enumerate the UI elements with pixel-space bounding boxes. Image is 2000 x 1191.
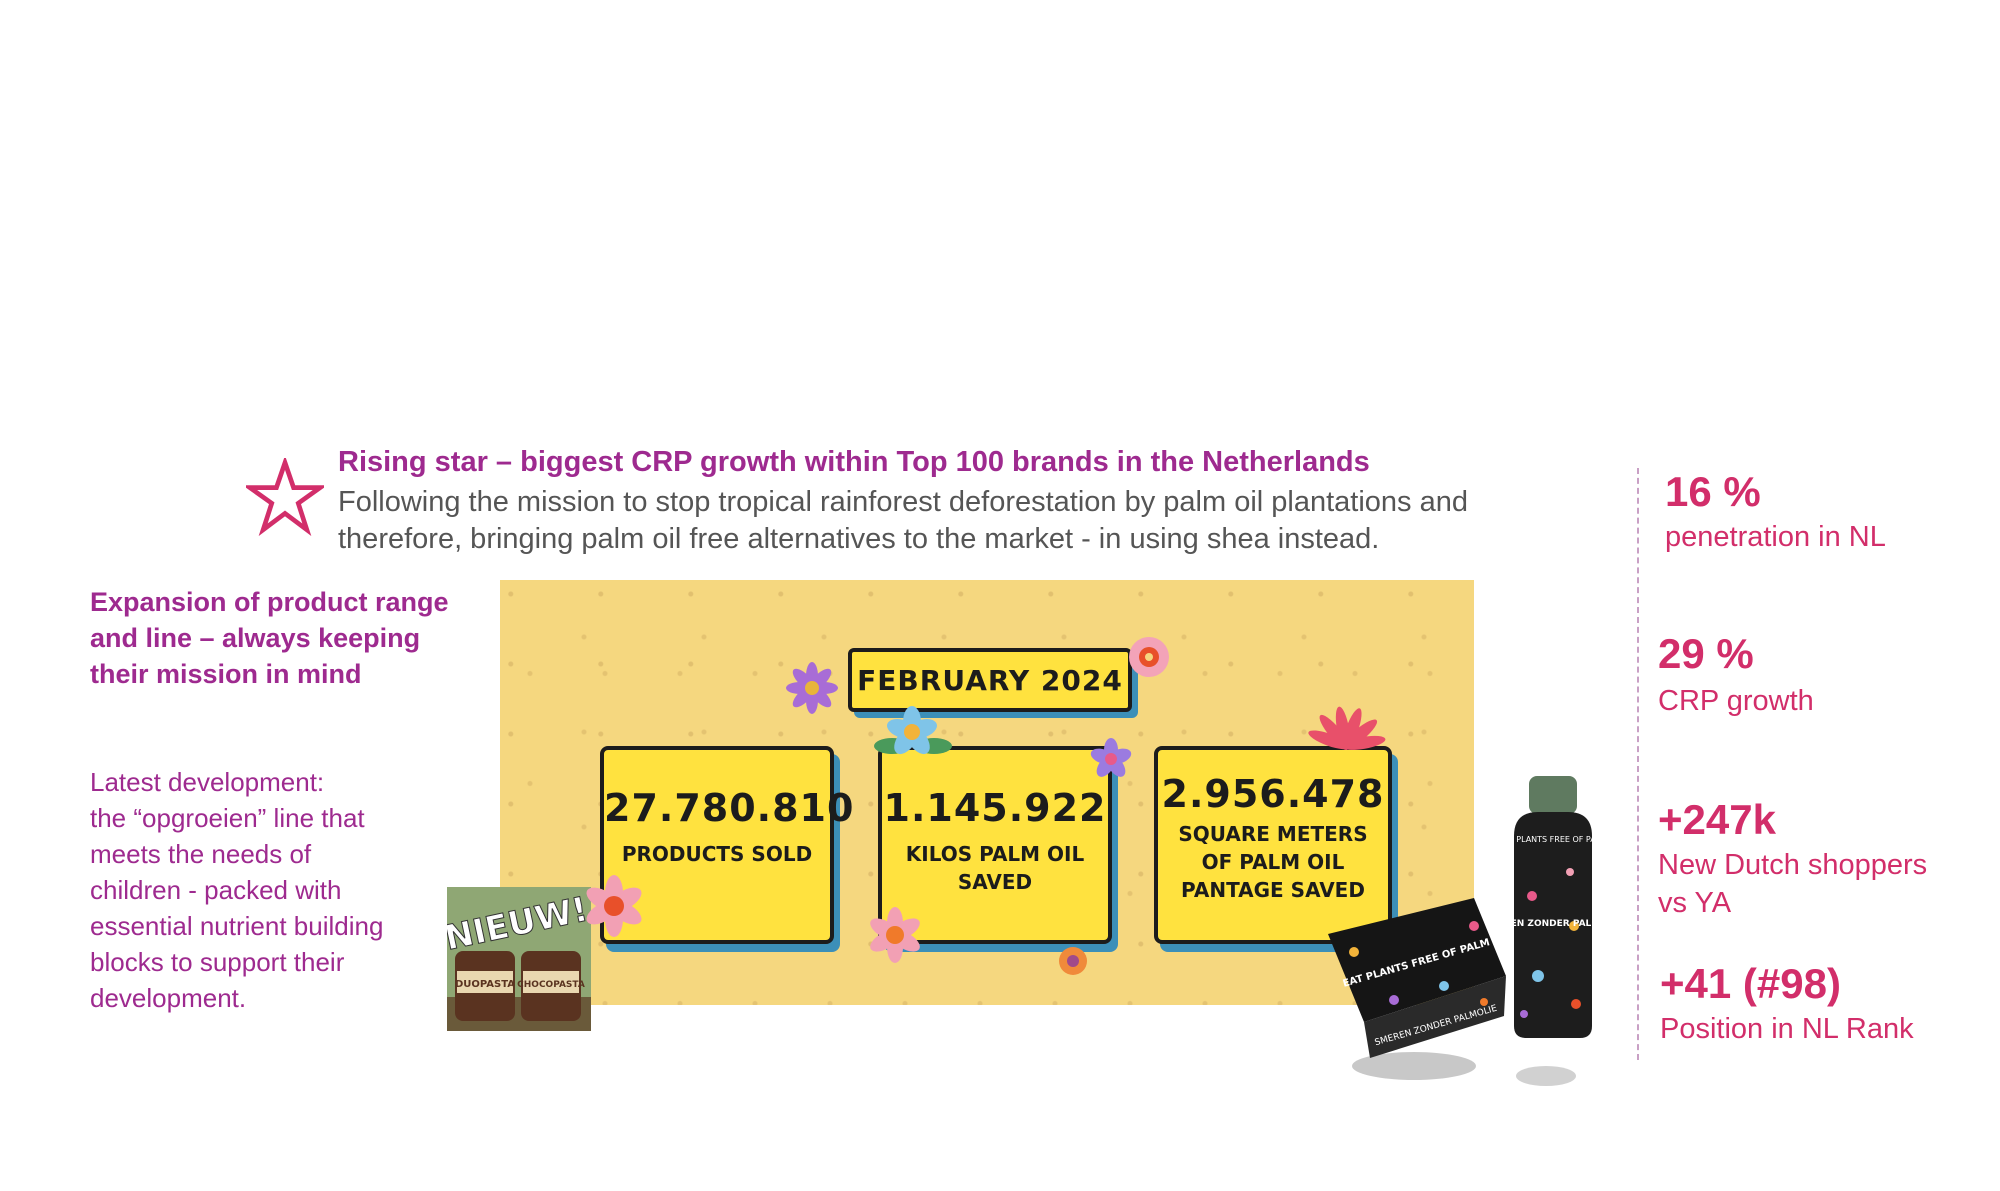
stat-label: SQUARE METERS OF PALM OIL PANTAGE SAVED [1178, 822, 1368, 902]
pink-flower-icon [1308, 706, 1386, 750]
nieuw-jars-image: DUOPASTA CHOCOPASTA NIEUW! [447, 887, 591, 1031]
nieuw-flower-icon [586, 875, 642, 937]
stat-value: 2.956.478 [1161, 772, 1385, 816]
latest-development-text: Latest development: the “opgroeien” line… [90, 764, 450, 1016]
stat-label: KILOS PALM OIL SAVED [905, 842, 1085, 894]
stat-value: 27.780.810 [604, 786, 855, 830]
description: Following the mission to stop tropical r… [338, 486, 1468, 555]
body-line: essential nutrient building [90, 911, 384, 941]
tub-and-bottle-image: EAT PLANTS FREE OF PALM BAKKEN ZONDER PA… [1328, 776, 1614, 1086]
small-orange-flower-icon [1059, 947, 1087, 975]
stat-plantage-saved: 2.956.478 SQUARE METERS OF PALM OIL PANT… [1154, 746, 1392, 944]
body-line: blocks to support their [90, 947, 345, 977]
kpi-divider [1637, 468, 1639, 1060]
kpi-new-shoppers-label: New Dutch shoppers vs YA [1658, 849, 1928, 919]
kpi-nl-rank-label: Position in NL Rank [1660, 1013, 1914, 1045]
body-line: children - packed with [90, 875, 342, 905]
body-line: the “opgroeien” line that [90, 803, 365, 833]
blue-flower-icon [874, 706, 952, 755]
body-line: Latest development: [90, 767, 325, 797]
headline: Rising star – biggest CRP growth within … [338, 446, 1370, 478]
purple-flower-icon [786, 662, 838, 714]
star-icon [246, 458, 324, 536]
orange-flower-icon [1129, 637, 1169, 677]
kpi-new-shoppers-value: +247k [1658, 796, 1776, 843]
jar-label-chocopasta: CHOCOPASTA [517, 980, 585, 990]
date-banner: FEBRUARY 2024 [848, 648, 1132, 712]
kpi-crp-growth-value: 29 % [1658, 630, 1754, 677]
colorful-flower-icon [870, 907, 920, 963]
february-stats-poster: FEBRUARY 2024 27.780.810 PRODUCTS SOLD 1… [500, 580, 1474, 1005]
body-line: development. [90, 983, 247, 1013]
stat-palm-oil-saved: 1.145.922 KILOS PALM OIL SAVED [878, 746, 1112, 944]
body-line: meets the needs of [90, 839, 312, 869]
kpi-nl-rank-value: +41 (#98) [1660, 960, 1841, 1007]
stat-label: PRODUCTS SOLD [621, 842, 813, 866]
violet-flower-icon [1090, 738, 1132, 777]
kpi-crp-growth-label: CRP growth [1658, 685, 1814, 717]
kpi-penetration-label: penetration in NL [1665, 521, 1886, 553]
expansion-title: Expansion of product range and line – al… [90, 587, 449, 689]
bottle-text: BAKKEN ZONDER PALMOLIE [1483, 919, 1614, 929]
bottle-top-text: EAT PLANTS FREE OF PALM [1499, 835, 1607, 844]
stat-products-sold: 27.780.810 PRODUCTS SOLD [600, 746, 855, 944]
kpi-penetration-value: 16 % [1665, 468, 1761, 515]
stat-value: 1.145.922 [883, 786, 1107, 830]
jar-label-duopasta: DUOPASTA [455, 979, 515, 990]
